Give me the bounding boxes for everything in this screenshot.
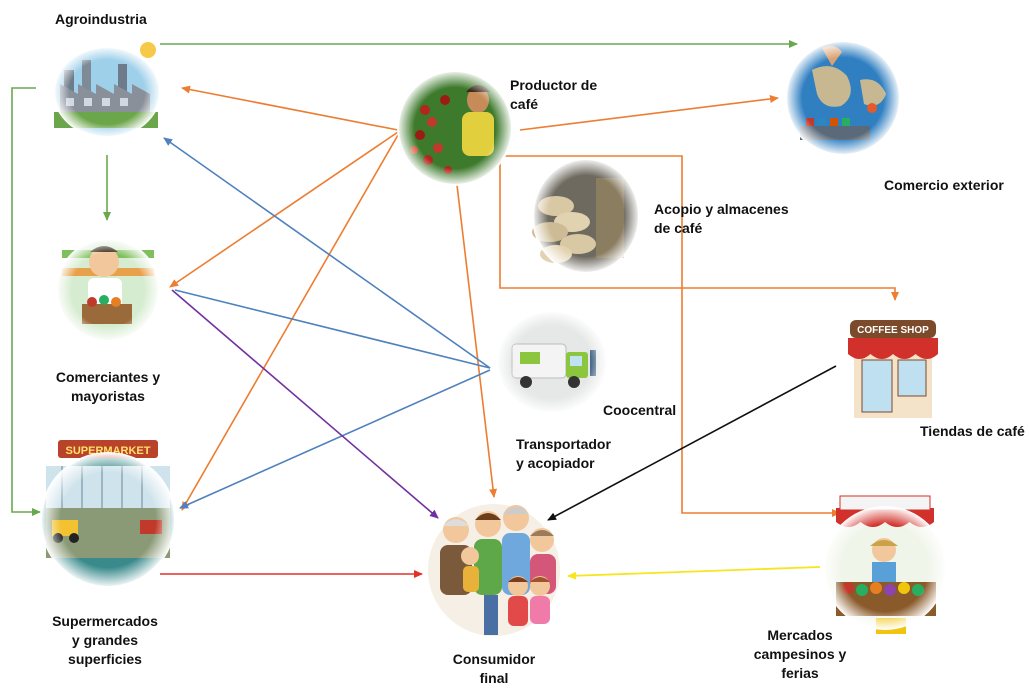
- globe-trade-icon: [785, 40, 901, 156]
- label-transportador: Transportador y acopiador: [516, 436, 611, 471]
- family-icon: [428, 504, 560, 636]
- blue-arrows: [163, 137, 491, 509]
- arrow-coocentral-to-agro: [163, 137, 491, 369]
- arrow-coocentral-to-comerciantes: [174, 289, 491, 369]
- arrow-productor-to-consumidor: [456, 184, 498, 498]
- arrow-comerciantes-to-consumidor: [171, 289, 439, 519]
- arrow-productor-to-tiendas: [499, 160, 899, 301]
- label-productor: Productor de café: [510, 77, 598, 112]
- label-supermercados: Supermercados y grandes superficies: [52, 613, 158, 667]
- market-stall-icon: [823, 495, 947, 634]
- delivery-truck-icon: [496, 310, 608, 414]
- arrow-productor-to-agro: [181, 85, 399, 131]
- arrow-agro-to-supermercados: [11, 87, 41, 516]
- label-tiendas: Tiendas de café: [920, 423, 1025, 439]
- arrow-coocentral-to-supermercados: [179, 369, 491, 509]
- arrow-productor-to-comerciantes: [169, 131, 399, 288]
- arrow-productor-to-comercio: [519, 95, 779, 131]
- grocer-icon: [56, 238, 160, 342]
- supermarket-icon: SUPERMARKET: [40, 440, 176, 588]
- label-acopio: Acopio y almacenes de café: [654, 201, 789, 236]
- coffee-farmer-icon: [397, 70, 513, 186]
- green-arrows: [11, 40, 798, 516]
- arrow-productor-to-mercados: [505, 155, 841, 517]
- label-comercio-exterior: Comercio exterior: [884, 177, 1004, 193]
- orange-arrows: [169, 85, 899, 517]
- label-coocentral: Coocentral: [603, 402, 677, 418]
- label-mercados: Mercados campesinos y ferias: [753, 627, 847, 681]
- coffee-shop-icon: COFFEE SHOP: [848, 320, 938, 418]
- supermarket-sign: SUPERMARKET: [66, 445, 151, 457]
- arrow-productor-to-supermercados: [181, 134, 399, 511]
- arrow-tiendas-to-consumidor: [547, 365, 837, 521]
- coffee-shop-sign: COFFEE SHOP: [857, 325, 929, 336]
- label-comerciantes: Comerciantes y mayoristas: [55, 369, 161, 404]
- coffee-sacks-icon: [532, 158, 640, 274]
- arrow-mercados-to-consumidor: [567, 566, 821, 580]
- label-consumidor: Consumidor final: [452, 651, 536, 686]
- factory-icon: [53, 42, 161, 138]
- label-agroindustria: Agroindustria: [55, 11, 147, 27]
